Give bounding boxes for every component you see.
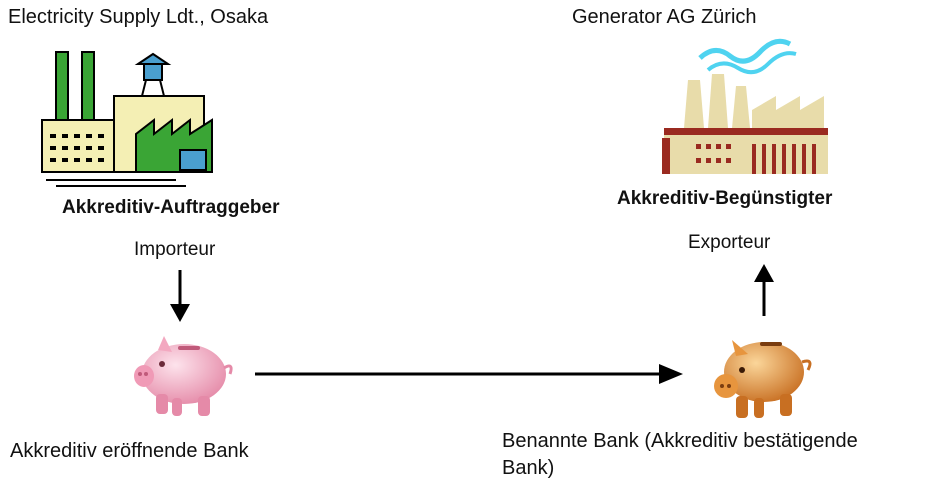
piggy-bank-gold-icon [714,340,812,418]
piggy-bank-pink-icon [134,336,233,416]
exporter-type: Exporteur [688,232,771,253]
exporter-role: Akkreditiv-Begünstigter [617,188,833,209]
power-plant-icon [41,51,213,187]
issuing-bank-label: Akkreditiv eröffnende Bank [10,440,249,462]
factory-icon [662,38,828,174]
confirming-bank-label-line1: Benannte Bank (Akkreditiv bestätigende [502,430,858,452]
arrow-right-bank-to-bank [255,364,683,384]
arrow-up-bank-to-exporter [754,264,774,316]
importer-role: Akkreditiv-Auftraggeber [62,197,280,218]
confirming-bank-label-line2: Bank) [502,457,555,479]
importer-company-name: Electricity Supply Ldt., Osaka [8,6,269,28]
exporter-company-name: Generator AG Zürich [572,6,757,28]
arrow-down-importer-to-bank [170,270,190,322]
importer-type: Importeur [134,239,216,260]
